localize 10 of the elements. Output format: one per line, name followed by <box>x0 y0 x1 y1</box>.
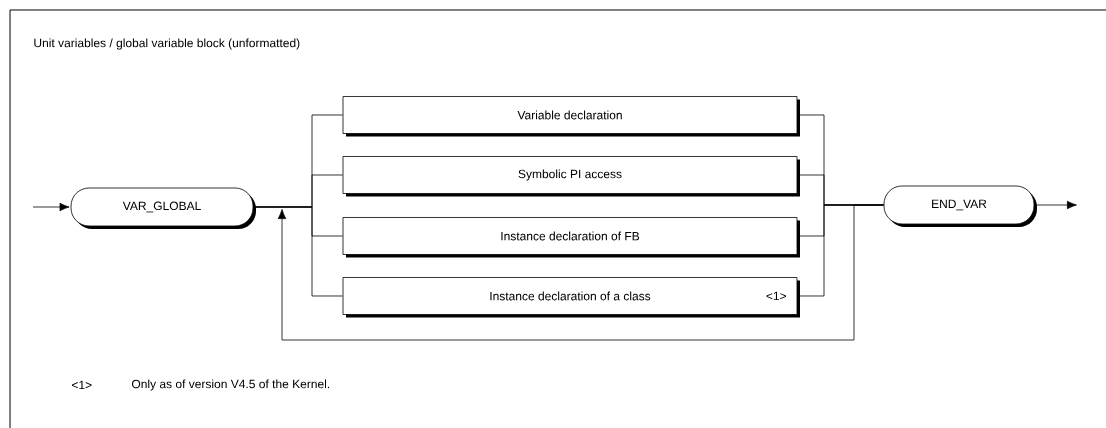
connector <box>277 204 884 341</box>
syntax-box: Symbolic PI access <box>342 156 800 197</box>
footnote-number: <1> <box>72 380 92 390</box>
syntax-box: Variable declaration <box>342 96 800 137</box>
connector <box>32 202 70 212</box>
connector <box>1034 200 1077 210</box>
connector <box>253 206 343 297</box>
syntax-box: Instance declaration of FB <box>342 217 800 258</box>
footnote-text: Only as of version V4.5 of the Kernel. <box>132 379 330 391</box>
syntax-box: Instance declaration of a class <1> <box>342 277 800 318</box>
